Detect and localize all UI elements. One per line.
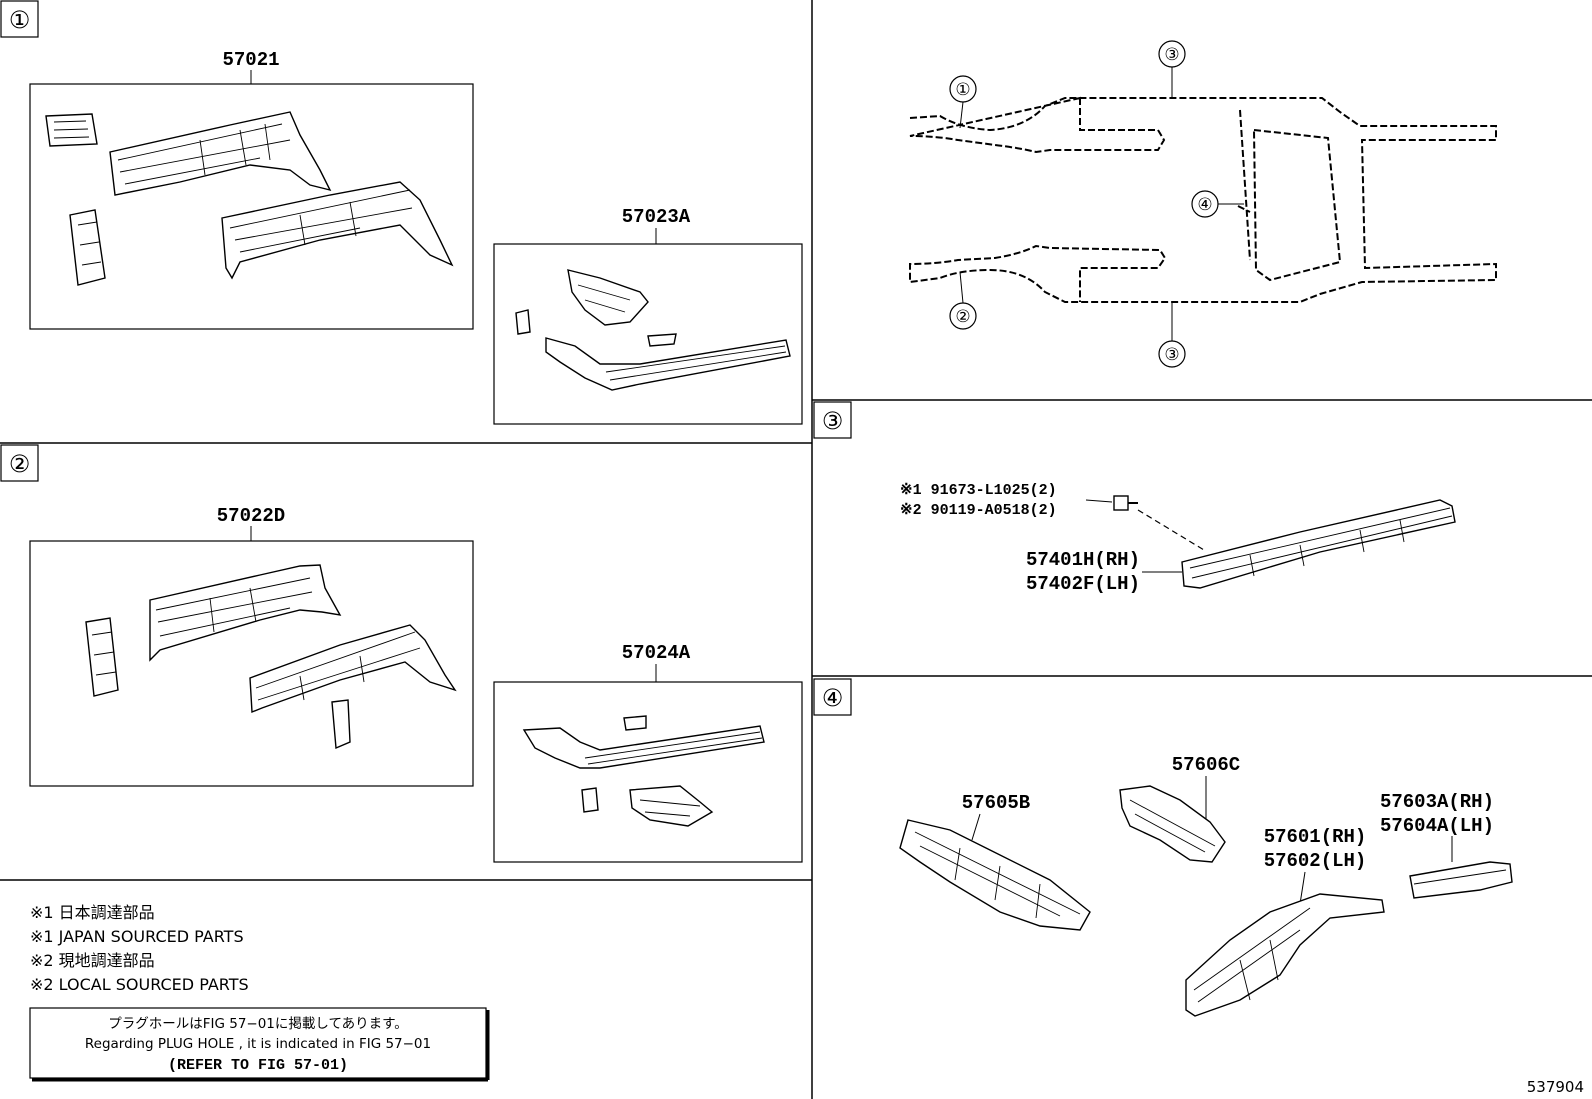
section-4: 57605B 57606C 57601(RH) 57602(LH) 57603A… bbox=[899, 754, 1513, 1017]
label-57023A: 57023A bbox=[622, 206, 691, 228]
section-marker-3: ③ bbox=[813, 401, 852, 439]
part-57603A-57604A bbox=[1409, 861, 1513, 899]
notice-ref: (REFER TO FIG 57-01) bbox=[168, 1057, 348, 1074]
part-57023A-rocker bbox=[545, 337, 791, 391]
chassis-overview: ① ② ③ ③ ④ bbox=[909, 40, 1497, 368]
label-57402F: 57402F(LH) bbox=[1026, 573, 1140, 595]
part-side-rail bbox=[1181, 499, 1456, 589]
part-57023A-clip-left bbox=[515, 309, 531, 335]
note-line-3: ※2 現地調達部品 bbox=[30, 951, 155, 970]
part-57021-lower-member bbox=[221, 181, 454, 280]
part-57023A-bracket bbox=[567, 269, 649, 326]
notice-en: Regarding PLUG HOLE , it is indicated in… bbox=[85, 1036, 431, 1052]
section-marker-4: ④ bbox=[813, 678, 852, 716]
label-57602: 57602(LH) bbox=[1264, 850, 1367, 872]
svg-text:④: ④ bbox=[1197, 195, 1212, 215]
part-57021-side-plate bbox=[69, 209, 106, 286]
part-57601-57602 bbox=[1185, 893, 1385, 1017]
part-57024A-bracket bbox=[629, 785, 714, 827]
bolt-icon bbox=[1113, 495, 1138, 511]
note-line-1: ※1 日本調達部品 bbox=[30, 903, 155, 922]
svg-text:③: ③ bbox=[1164, 345, 1179, 365]
svg-text:①: ① bbox=[955, 80, 970, 100]
part-57022D-lower-member bbox=[249, 624, 457, 714]
box-57022D bbox=[29, 540, 474, 787]
section-3: ※1 91673-L1025(2) ※2 90119-A0518(2) 5740… bbox=[900, 482, 1456, 595]
note-line-2: ※1 JAPAN SOURCED PARTS bbox=[30, 927, 244, 946]
box-57024A bbox=[493, 681, 803, 863]
label-57603A: 57603A(RH) bbox=[1380, 791, 1494, 813]
section-2: 57022D 57024A bbox=[29, 505, 803, 863]
label-57401H: 57401H(RH) bbox=[1026, 549, 1140, 571]
figure-id: 537904 bbox=[1527, 1078, 1584, 1096]
label-57604A: 57604A(LH) bbox=[1380, 815, 1494, 837]
part-57024A-clip-bottom bbox=[581, 787, 599, 813]
svg-text:③: ③ bbox=[1164, 45, 1179, 65]
section-1: 57021 57023A bbox=[29, 49, 803, 425]
notes: ※1 日本調達部品 ※1 JAPAN SOURCED PARTS ※2 現地調達… bbox=[30, 903, 249, 994]
part-57022D-upper-member bbox=[149, 564, 342, 662]
part-57606C bbox=[1119, 785, 1226, 863]
section-marker-1: ① bbox=[0, 0, 39, 38]
fastener-1-label: ※1 91673-L1025(2) bbox=[900, 482, 1057, 499]
svg-text:②: ② bbox=[955, 307, 970, 327]
label-57605B: 57605B bbox=[962, 792, 1030, 814]
box-57023A bbox=[493, 243, 803, 425]
svg-text:②: ② bbox=[9, 450, 31, 478]
notice-box: プラグホールはFIG 57−01に掲載してあります。 Regarding PLU… bbox=[29, 1007, 490, 1082]
note-line-4: ※2 LOCAL SOURCED PARTS bbox=[30, 975, 249, 994]
notice-jp: プラグホールはFIG 57−01に掲載してあります。 bbox=[108, 1016, 408, 1032]
fastener-2-label: ※2 90119-A0518(2) bbox=[900, 502, 1057, 519]
label-57021: 57021 bbox=[222, 49, 279, 71]
label-57606C: 57606C bbox=[1172, 754, 1240, 776]
label-57022D: 57022D bbox=[217, 505, 285, 527]
svg-text:①: ① bbox=[9, 6, 31, 34]
section-marker-2: ② bbox=[0, 444, 39, 482]
part-57021-upper-member bbox=[109, 111, 332, 196]
part-57023A-clip-right bbox=[647, 333, 677, 347]
svg-text:③: ③ bbox=[822, 407, 844, 435]
label-57601: 57601(RH) bbox=[1264, 826, 1367, 848]
svg-text:④: ④ bbox=[822, 684, 844, 712]
part-57021-bracket-small bbox=[45, 113, 98, 147]
part-57024A-clip-top bbox=[623, 715, 647, 731]
part-57022D-side-plate bbox=[85, 617, 119, 697]
part-57024A-rocker bbox=[522, 725, 765, 769]
box-57021 bbox=[29, 83, 474, 330]
part-57022D-small-bracket bbox=[331, 699, 351, 750]
label-57024A: 57024A bbox=[622, 642, 691, 664]
part-57605B bbox=[899, 819, 1091, 931]
